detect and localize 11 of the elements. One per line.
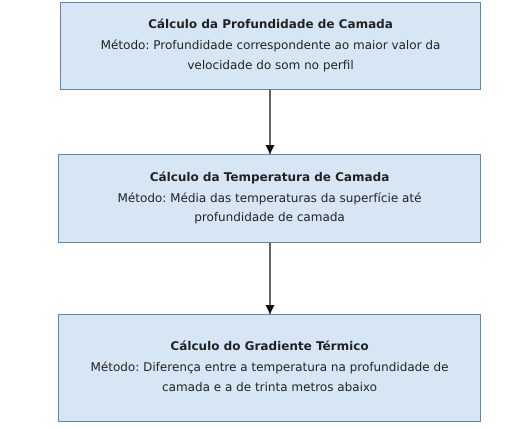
box-heading: Cálculo da Profundidade de Camada — [148, 17, 393, 32]
arrow — [265, 90, 275, 154]
box-heading: Cálculo do Gradiente Térmico — [170, 339, 369, 354]
box-description: Método: Diferença entre a temperatura na profundidade de camada e a de trinta metros abaixo — [90, 359, 450, 396]
process-box — [60, 2, 481, 90]
box-description: Método: Profundidade correspondente ao maior valor da velocidade do som no perfil — [100, 37, 442, 74]
box-description: Método: Média das temperaturas da superfície até profundidade de camada — [116, 190, 422, 226]
process-box — [58, 314, 481, 422]
arrow — [265, 243, 275, 314]
process-box — [58, 154, 481, 243]
box-heading: Cálculo da Temperatura de Camada — [150, 170, 390, 184]
